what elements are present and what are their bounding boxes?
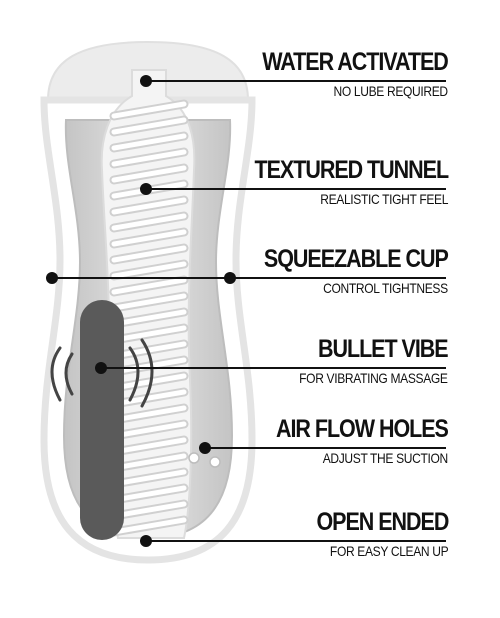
callout-title: BULLET VIBE [318,335,449,363]
callout-subtitle: CONTROL TIGHTNESS [323,280,448,296]
tunnel-ridge-highlight [111,229,187,247]
tunnel-ridge-highlight [111,325,187,343]
tunnel-ridge-highlight [111,357,187,375]
tunnel-ridge-highlight [111,245,187,263]
tunnel-ridge-highlight [111,453,187,471]
callout-squeezable-cup: SQUEEZABLE CUP CONTROL TIGHTNESS [234,245,449,296]
callout-title: TEXTURED TUNNEL [254,156,449,184]
callout-lines [52,80,446,542]
tunnel-ridge-highlight [111,517,187,535]
callout-title: OPEN ENDED [316,508,449,536]
tunnel-ridge-highlight [111,405,187,423]
tunnel-ridge-highlight [111,373,187,391]
tunnel-ridge-highlight [111,197,187,215]
callout-water-activated: WATER ACTIVATED NO LUBE REQUIRED [232,48,449,99]
callout-subtitle: FOR EASY CLEAN UP [329,543,449,559]
callout-subtitle: NO LUBE REQUIRED [333,83,449,99]
callout-dot-cup-left [46,272,58,284]
callout-dot-cup-right [224,272,236,284]
callout-subtitle: ADJUST THE SUCTION [322,450,449,466]
tunnel-ridges [109,99,189,537]
callout-subtitle: REALISTIC TIGHT FEEL [320,191,448,207]
callout-title: AIR FLOW HOLES [276,415,449,443]
air-hole-1 [188,452,200,464]
callout-dot-open [140,535,152,547]
tunnel-ridge-highlight [111,133,187,151]
callout-title: WATER ACTIVATED [262,48,449,76]
tunnel-ridge-highlight [111,277,187,295]
callout-open-ended: OPEN ENDED FOR EASY CLEAN UP [295,508,449,559]
callout-title: SQUEEZABLE CUP [264,245,449,273]
tunnel-ridge-highlight [111,149,187,167]
tunnel-ridge-highlight [111,421,187,439]
callout-dot-tunnel [140,183,152,195]
tunnel-ridge-highlight [111,501,187,519]
callout-dots [46,75,236,547]
callout-textured-tunnel: TEXTURED TUNNEL REALISTIC TIGHT FEEL [223,156,449,207]
callout-dot-bullet [95,362,107,374]
tunnel-ridge-highlight [111,213,187,231]
vibration-waves-icon [50,338,154,408]
callout-dot-water [140,75,152,87]
tunnel-ridge-highlight [111,389,187,407]
callout-bullet-vibe: BULLET VIBE FOR VIBRATING MASSAGE [275,335,449,386]
tunnel-ridge-highlight [111,293,187,311]
callout-dot-air [199,442,211,454]
tunnel-ridge-highlight [111,165,187,183]
bullet-vibe [80,300,124,540]
tunnel-ridge-highlight [111,117,187,135]
tunnel-ridge-highlight [111,101,187,119]
callout-subtitle: FOR VIBRATING MASSAGE [299,370,449,386]
tunnel-ridge-highlight [111,309,187,327]
tunnel-ridge-highlight [111,261,187,279]
tunnel-ridge-highlight [111,469,187,487]
air-hole-2 [209,456,221,468]
tunnel-ridge-highlight [111,485,187,503]
tunnel-ridge-highlight [111,437,187,455]
callout-air-flow-holes: AIR FLOW HOLES ADJUST THE SUCTION [248,415,449,466]
